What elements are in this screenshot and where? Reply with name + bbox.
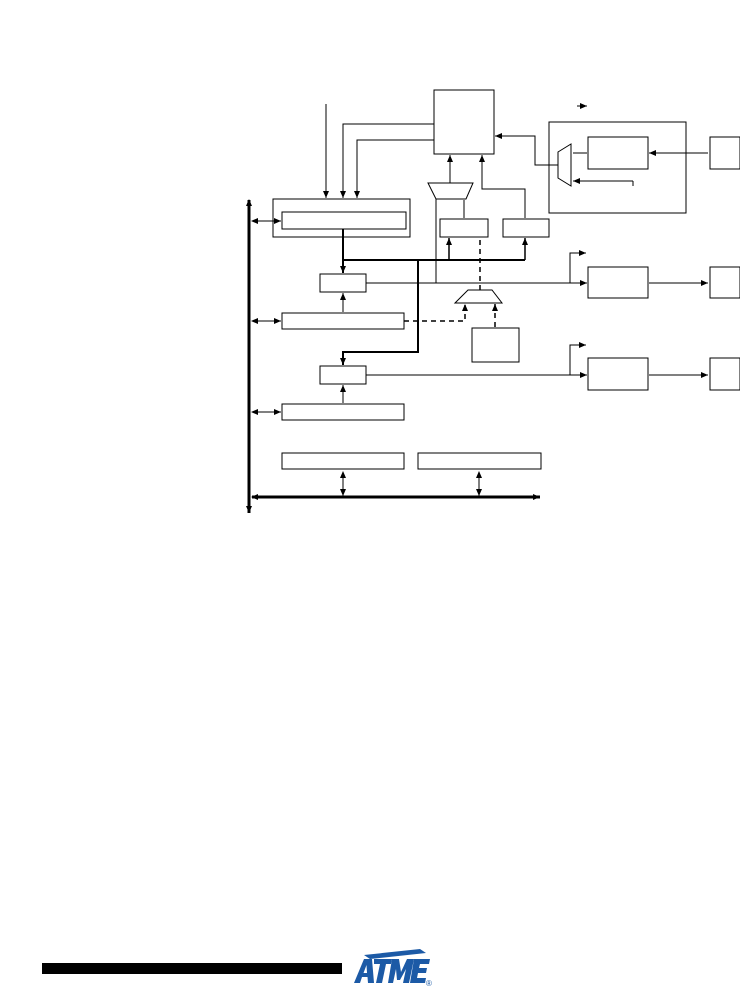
compare-mux [453, 289, 504, 304]
control-register-a [281, 452, 405, 470]
output-pin-b [709, 357, 740, 391]
waveform-generator-a [587, 266, 649, 299]
comparator-b [319, 365, 367, 385]
external-clock-pin [709, 136, 740, 170]
fixed-top-values-block [471, 327, 520, 363]
control-register-b [417, 452, 542, 470]
clock-mux [557, 143, 572, 187]
control-logic-block [433, 89, 495, 155]
top-mux [427, 182, 474, 200]
output-compare-register-b [281, 403, 405, 421]
output-pin-a [709, 266, 740, 299]
atmel-logo: ® [354, 949, 432, 987]
top-detect-block [502, 218, 550, 238]
counter-register [281, 211, 407, 230]
registered-mark: ® [426, 979, 432, 987]
bottom-detect-block [439, 218, 489, 238]
clock-select-group [548, 121, 687, 214]
counter-group-box [272, 198, 411, 238]
comparator-a [319, 273, 367, 293]
footer-bar [42, 963, 342, 974]
output-compare-register-a [281, 312, 405, 330]
waveform-generator-b [587, 357, 649, 391]
edge-detector-block [587, 136, 649, 170]
